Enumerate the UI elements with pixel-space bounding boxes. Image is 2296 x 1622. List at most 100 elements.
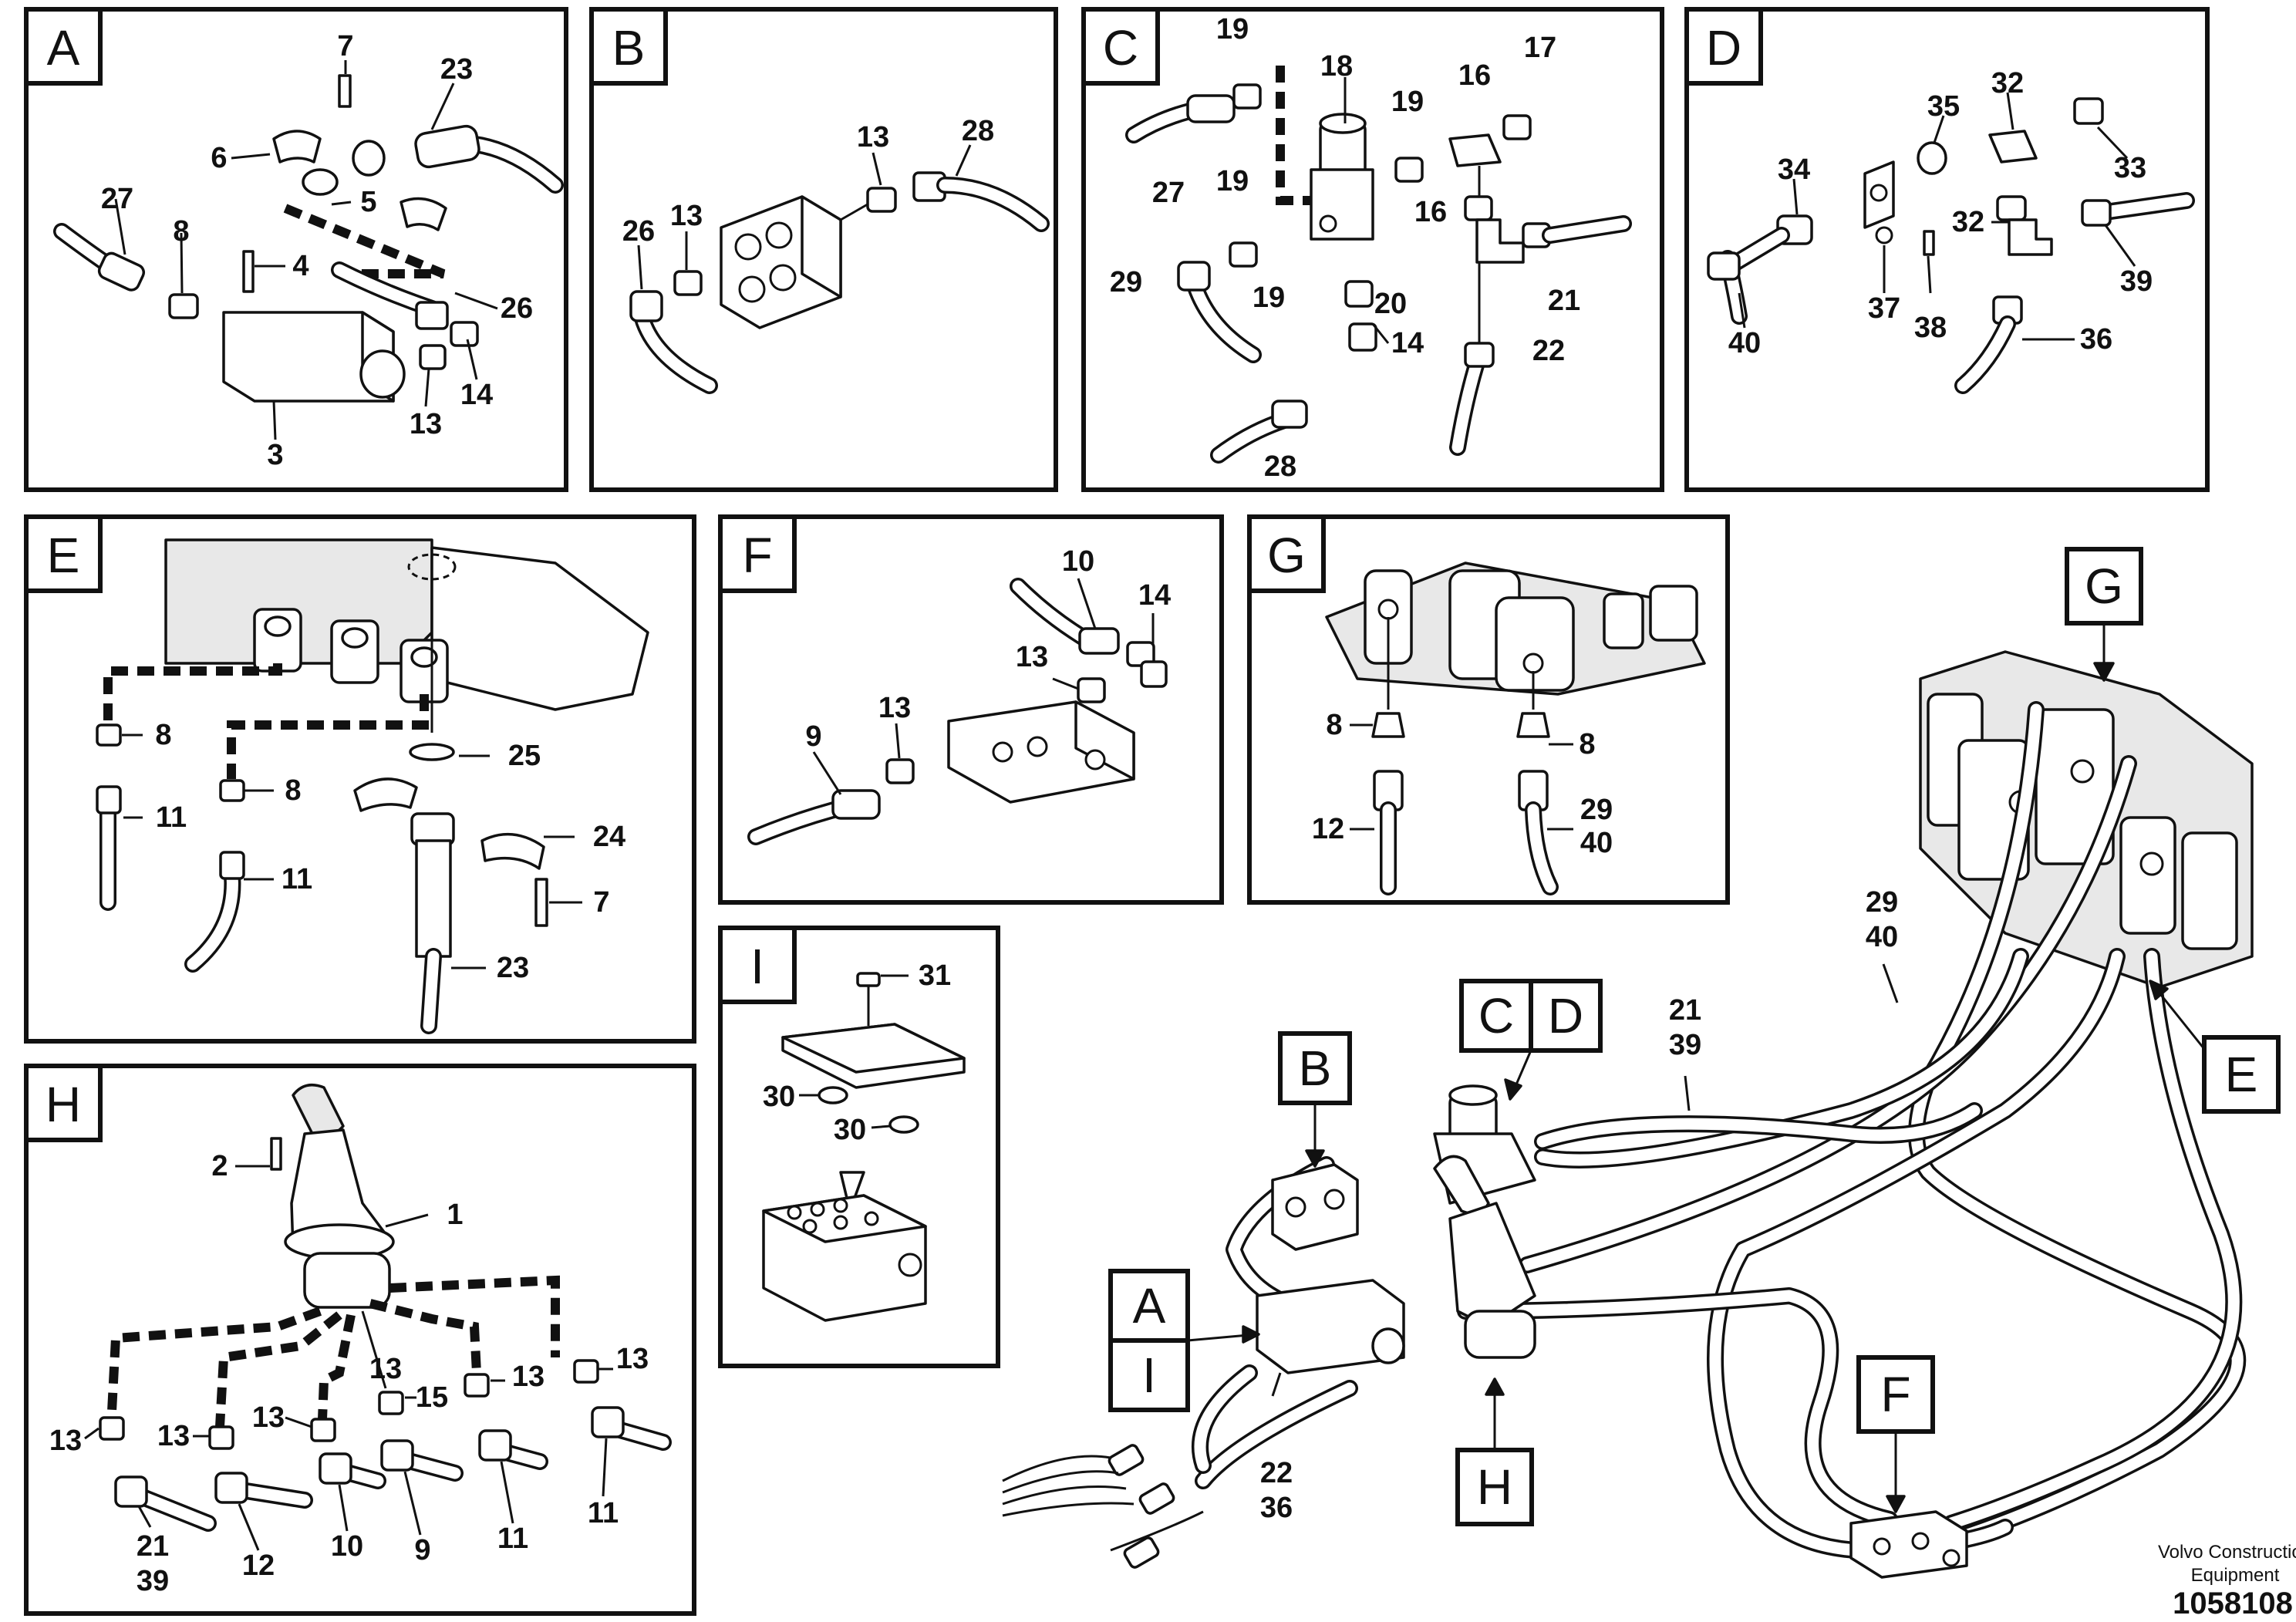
panel-d: D 35 32 34 33 32 39 37 38 36 40	[1684, 7, 2210, 492]
callout-d-32-mid: 32	[1952, 206, 1984, 238]
callout-a-3: 3	[267, 439, 283, 471]
overview-number-22: 22	[1260, 1457, 1293, 1489]
callout-e-7: 7	[593, 886, 609, 919]
callout-f-13-top: 13	[1016, 641, 1048, 673]
callout-h-9: 9	[414, 1534, 430, 1566]
callout-g-40: 40	[1580, 827, 1613, 859]
callout-i-31: 31	[919, 959, 951, 992]
panel-c: C 19 18 17 19 16 27 16 19 29 2	[1081, 7, 1664, 492]
overview-callout-b: B	[1299, 1040, 1332, 1096]
overview-callout-a: A	[1133, 1278, 1166, 1334]
callout-e-24: 24	[593, 821, 625, 853]
document-number: 1058108	[2173, 1587, 2293, 1620]
callout-h-12: 12	[242, 1549, 275, 1582]
callout-e-8-left: 8	[155, 719, 171, 751]
callout-i-30-right: 30	[834, 1114, 866, 1146]
panel-e: E 8 11 8 11 25 24 7 23	[24, 514, 696, 1044]
callout-a-13: 13	[410, 408, 442, 440]
callout-h-13-e: 13	[512, 1361, 544, 1393]
callout-h-13-c: 13	[252, 1401, 285, 1434]
callout-e-11-mid: 11	[282, 863, 312, 895]
callout-a-26: 26	[501, 292, 533, 325]
callout-a-6: 6	[211, 142, 227, 174]
footer: Volvo Construction Equipment 1058108	[2158, 1542, 2296, 1620]
callout-c-18: 18	[1320, 50, 1353, 83]
panel-i: I 31 30 30	[718, 926, 1000, 1368]
callout-g-8-right: 8	[1579, 728, 1595, 760]
callout-c-19-left: 19	[1216, 165, 1249, 197]
callout-d-40: 40	[1728, 327, 1761, 359]
overview-number-39: 39	[1669, 1029, 1701, 1061]
overview-callout-d: D	[1548, 988, 1583, 1044]
callout-a-4: 4	[292, 250, 308, 282]
callout-h-39: 39	[137, 1565, 169, 1597]
callout-h-21: 21	[137, 1530, 169, 1563]
callout-d-34: 34	[1778, 153, 1810, 186]
callout-f-9: 9	[805, 720, 821, 753]
panel-a-letter: A	[47, 20, 80, 76]
callout-d-36: 36	[2080, 323, 2112, 356]
callout-d-39: 39	[2120, 265, 2153, 298]
callout-g-12: 12	[1312, 813, 1344, 845]
callout-b-28: 28	[962, 115, 994, 147]
callout-h-10: 10	[331, 1530, 363, 1563]
callout-f-13-left: 13	[878, 692, 911, 724]
callout-c-29: 29	[1110, 266, 1142, 298]
callout-g-29: 29	[1580, 794, 1613, 826]
callout-c-16-top: 16	[1458, 59, 1491, 92]
panel-a: A 7 23 6 5 27 8 4 26 14 13	[24, 7, 568, 492]
callout-d-33: 33	[2114, 152, 2146, 184]
callout-c-19-low: 19	[1253, 282, 1285, 314]
callout-h-13-f: 13	[616, 1343, 649, 1375]
callout-c-28: 28	[1264, 450, 1296, 483]
callout-c-20: 20	[1374, 288, 1407, 320]
callout-e-23: 23	[497, 952, 529, 984]
panel-c-letter: C	[1103, 20, 1138, 76]
callout-d-38: 38	[1914, 312, 1947, 344]
callout-g-8-left: 8	[1326, 709, 1342, 741]
callout-c-21: 21	[1548, 285, 1580, 317]
panel-h: H 2 1 13	[24, 1064, 696, 1616]
callout-a-27: 27	[101, 183, 133, 215]
callout-c-19-top: 19	[1216, 13, 1249, 46]
callout-c-19-mid: 19	[1391, 86, 1424, 118]
callout-b-13-top: 13	[857, 121, 889, 153]
overview-number-36: 36	[1260, 1492, 1293, 1524]
callout-e-11-left: 11	[156, 801, 187, 834]
callout-h-11-a: 11	[497, 1523, 528, 1555]
callout-h-15: 15	[416, 1381, 448, 1414]
callout-e-8-mid: 8	[285, 774, 301, 807]
overview-callout-i: I	[1142, 1347, 1156, 1403]
overview-assembly: G C D B A I E F H 29 40	[1002, 547, 2281, 1579]
panel-d-letter: D	[1706, 20, 1741, 76]
panel-b: B 13 28 13 26	[589, 7, 1058, 492]
overview-number-40: 40	[1866, 921, 1898, 953]
callout-h-2: 2	[211, 1150, 228, 1182]
panel-f: F 10 14 13 13 9	[718, 514, 1224, 905]
callout-b-26: 26	[622, 215, 655, 248]
callout-c-17: 17	[1524, 32, 1556, 64]
callout-h-1: 1	[447, 1199, 463, 1231]
callout-c-16-mid: 16	[1414, 196, 1447, 228]
overview-callout-h: H	[1477, 1459, 1512, 1515]
callout-h-13-a: 13	[49, 1425, 82, 1457]
overview-number-21: 21	[1669, 994, 1701, 1027]
overview-callout-c: C	[1478, 988, 1514, 1044]
callout-f-10: 10	[1062, 545, 1094, 578]
panel-i-letter: I	[750, 939, 764, 994]
panel-g-letter: G	[1267, 528, 1306, 583]
callout-f-14: 14	[1138, 579, 1171, 612]
callout-c-14: 14	[1391, 327, 1424, 359]
callout-c-22: 22	[1532, 335, 1565, 367]
panel-h-letter: H	[46, 1077, 81, 1132]
callout-i-30-left: 30	[763, 1081, 795, 1113]
overview-callout-f: F	[1880, 1367, 1910, 1422]
panel-f-letter: F	[742, 528, 772, 583]
callout-a-8: 8	[173, 215, 189, 248]
panel-b-letter: B	[612, 20, 646, 76]
overview-number-29: 29	[1866, 886, 1898, 919]
brand-line-2: Equipment	[2191, 1565, 2280, 1586]
brand-line-1: Volvo Construction	[2158, 1542, 2296, 1563]
callout-h-13-d: 13	[369, 1353, 402, 1385]
